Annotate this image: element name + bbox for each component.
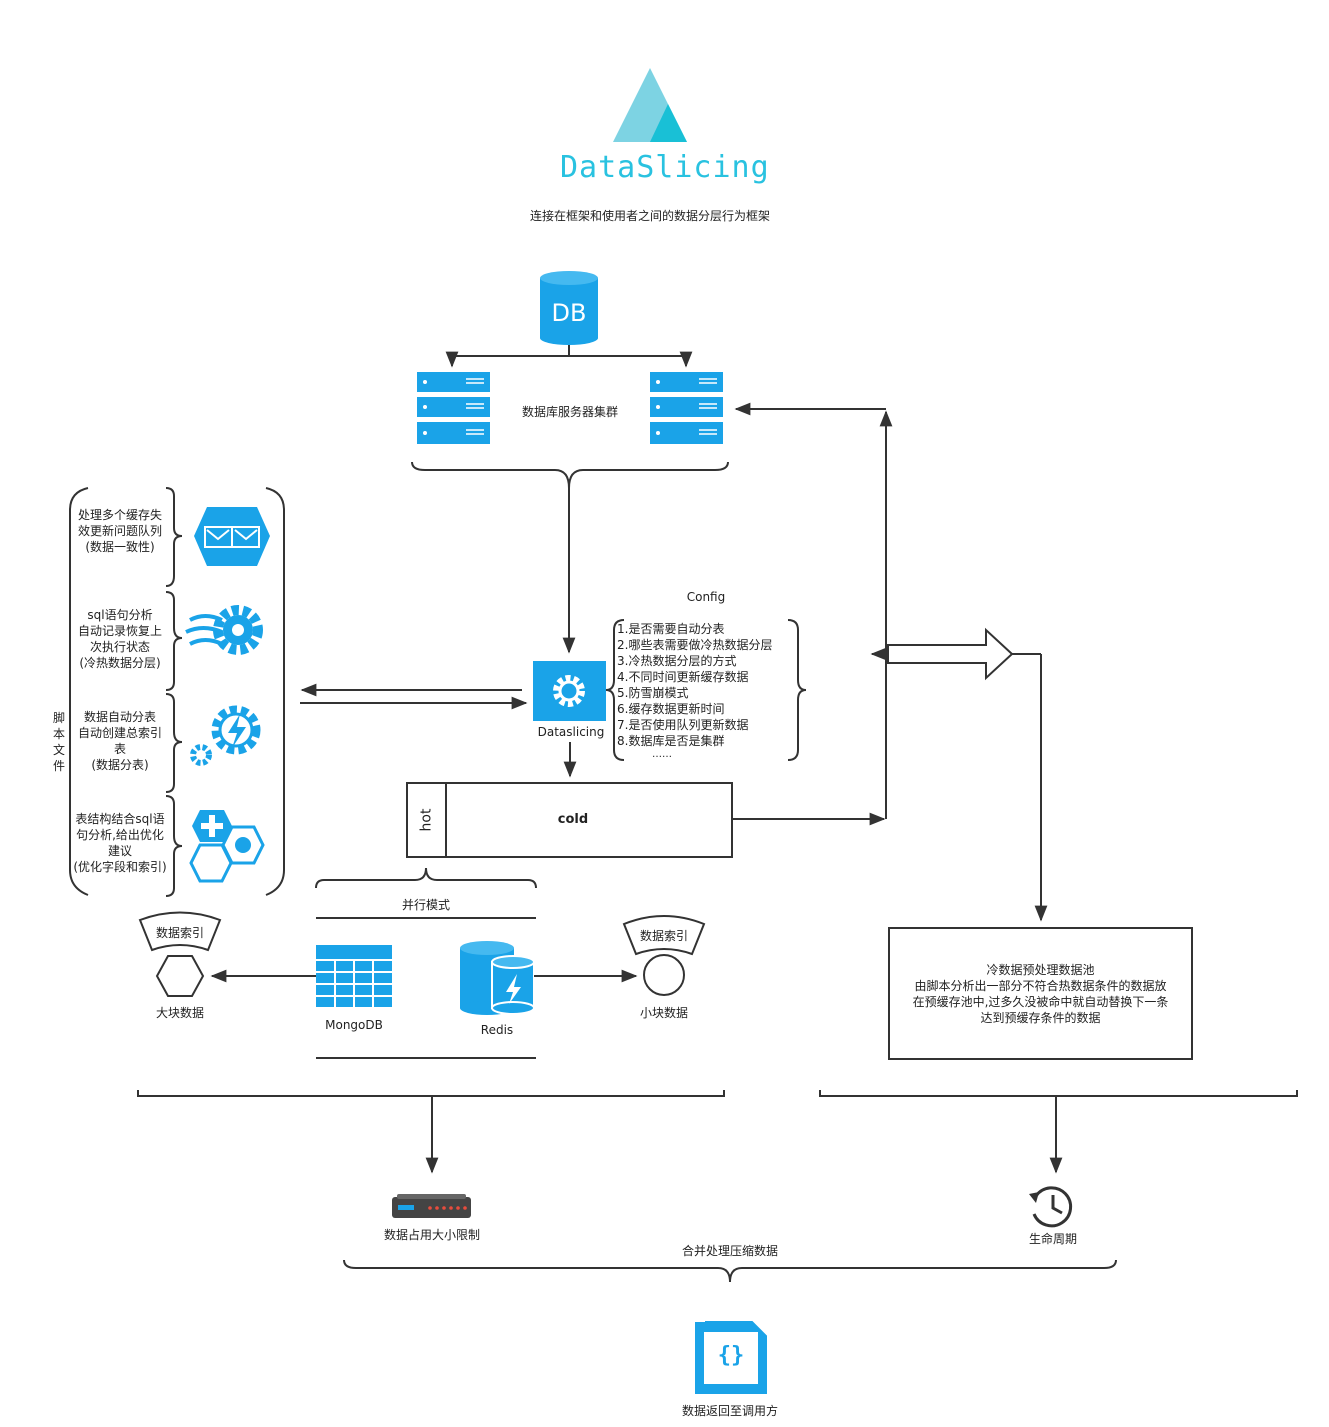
gear-bolt-icon: [190, 705, 261, 766]
bottom-right-brace: [819, 1090, 1298, 1174]
logo-icon: [613, 68, 687, 142]
config-item: 5.防雪崩模式: [617, 686, 689, 700]
script-item-optimization: 表结构结合sql语 句分析,给出优化 建议 (优化字段和索引): [68, 811, 172, 875]
script-item-queue: 处理多个缓存失 效更新问题队列 (数据一致性): [68, 507, 172, 555]
logo-subtitle: 连接在框架和使用者之间的数据分层行为框架: [529, 209, 770, 223]
json-braces-icon: {}: [717, 1343, 745, 1368]
bottom-left-brace: [137, 1090, 725, 1174]
output-label: 数据返回至调用方: [681, 1404, 778, 1418]
config-item: 2.哪些表需要做冷热数据分层: [617, 638, 773, 652]
script-core-connector: [300, 683, 528, 710]
db-split-connector: [445, 345, 693, 368]
config-more: ……: [652, 749, 672, 760]
script-line: (优化字段和索引): [73, 860, 167, 874]
pool-connector: [1012, 653, 1048, 922]
script-item-sql-analysis: sql语句分析 自动记录恢复上 次执行状态 (冷热数据分层): [68, 607, 172, 671]
script-line: (数据分表): [91, 758, 149, 772]
scripts-label: 脚本文件: [52, 711, 65, 773]
script-line: (冷热数据分层): [79, 656, 161, 670]
script-line: 自动创建总索引: [77, 726, 162, 740]
pool-line: 由脚本分析出一部分不符合热数据条件的数据放: [914, 979, 1167, 993]
script-line: (数据一致性): [85, 540, 155, 554]
config-item: 7.是否使用队列更新数据: [617, 718, 749, 732]
pool-description: 冷数据预处理数据池 由脚本分析出一部分不符合热数据条件的数据放 在预缓存池中,过…: [889, 962, 1192, 1026]
right-index-tag: 数据索引: [639, 929, 688, 943]
large-block-label: 大块数据: [155, 1006, 204, 1020]
parallel-label: 并行模式: [401, 898, 450, 912]
server-stack-left-icon: [417, 372, 490, 444]
config-item: 6.缓存数据更新时间: [617, 702, 725, 716]
script-item-sharding: 数据自动分表 自动创建总索引 表 (数据分表): [68, 709, 172, 773]
config-title: Config: [686, 590, 726, 604]
merge-brace: [343, 1259, 1117, 1283]
redis-icon: [460, 941, 535, 1015]
script-line: sql语句分析: [87, 608, 153, 622]
queue-icon: [194, 507, 270, 566]
db-label: DB: [551, 299, 587, 327]
large-block-hexagon-icon: [155, 955, 205, 997]
size-limit-label: 数据占用大小限制: [383, 1228, 480, 1242]
merge-label: 合并处理压缩数据: [681, 1244, 778, 1258]
pool-line: 达到预缓存条件的数据: [980, 1011, 1101, 1025]
script-line: 效更新问题队列: [77, 524, 162, 538]
left-index-tag-icon: [138, 911, 222, 952]
lifecycle-clock-icon: [1029, 1186, 1073, 1228]
parallel-bracket: [315, 867, 537, 1059]
config-list: 1.是否需要自动分表 2.哪些表需要做冷热数据分层 3.冷热数据分层的方式 4.…: [617, 621, 797, 761]
script-line: 句分析,给出优化: [76, 828, 164, 842]
gear-wave-icon: [185, 605, 263, 655]
logo-title: DataSlicing: [560, 150, 770, 185]
core-label: Dataslicing: [537, 725, 605, 739]
cluster-brace: [411, 461, 729, 654]
right-index-tag-icon: [622, 915, 706, 956]
scripts-brace: [69, 487, 285, 897]
hot-label: hot: [418, 808, 435, 832]
script-line: 处理多个缓存失: [77, 508, 162, 522]
mongodb-label: MongoDB: [325, 1018, 383, 1032]
config-item: 4.不同时间更新缓存数据: [617, 670, 749, 684]
small-block-label: 小块数据: [639, 1006, 688, 1020]
script-line: 自动记录恢复上: [77, 624, 162, 638]
flow-big-arrow-icon: [887, 627, 1014, 681]
server-stack-right-icon: [650, 372, 723, 444]
dataslicing-core-icon: [533, 661, 606, 721]
pool-line: 冷数据预处理数据池: [986, 963, 1095, 977]
config-item: 1.是否需要自动分表: [617, 622, 725, 636]
json-document-icon: [695, 1321, 767, 1394]
small-block-circle-icon: [643, 954, 685, 996]
right-flow-connector: [732, 402, 893, 826]
mongodb-icon: [316, 945, 392, 1007]
size-limit-router-icon: [392, 1194, 471, 1218]
script-line: 建议: [107, 844, 132, 858]
cluster-label: 数据库服务器集群: [521, 405, 618, 419]
config-brace: [605, 619, 807, 761]
script-line: 数据自动分表: [83, 710, 156, 724]
pool-line: 在预缓存池中,过多久没被命中就自动替换下一条: [912, 995, 1169, 1009]
script-line: 表结构结合sql语: [75, 812, 165, 826]
script-line: 次执行状态: [89, 640, 150, 654]
redis-label: Redis: [480, 1023, 514, 1037]
config-item: 3.冷热数据分层的方式: [617, 654, 737, 668]
config-item: 8.数据库是否是集群: [617, 734, 725, 748]
database-icon: [540, 271, 598, 345]
hexagon-cluster-icon: [189, 810, 265, 883]
cold-label: cold: [557, 812, 589, 827]
pool-box: [888, 927, 1193, 1060]
left-index-tag: 数据索引: [155, 926, 204, 940]
lifecycle-label: 生命周期: [1028, 1232, 1077, 1246]
script-line: 表: [113, 742, 126, 756]
